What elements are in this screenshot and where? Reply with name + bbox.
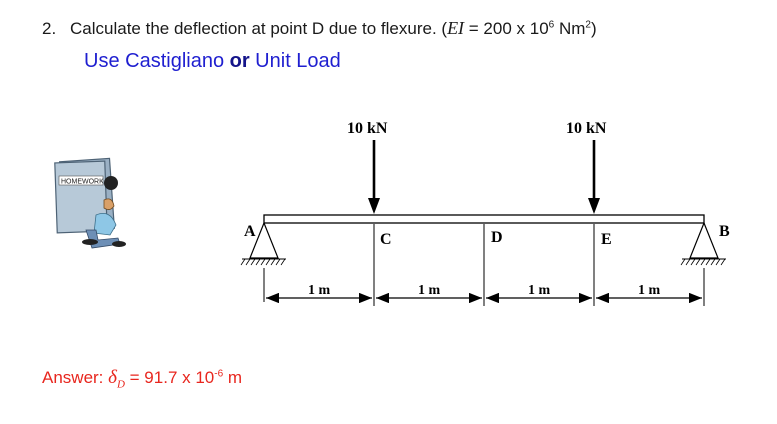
point-b-label: B bbox=[719, 223, 730, 240]
method-subtitle: Use Castigliano or Unit Load bbox=[84, 50, 341, 73]
answer-text: Answer: δD = 91.7 x 10-6 m bbox=[42, 367, 242, 390]
subtitle-part1: Use Castigliano bbox=[84, 50, 230, 72]
question-close: ) bbox=[590, 19, 597, 38]
support-b-pin bbox=[680, 221, 726, 266]
answer-unit: m bbox=[223, 368, 243, 387]
delta-subscript: D bbox=[116, 378, 125, 391]
question-text: 2. Calculate the deflection at point D du… bbox=[42, 18, 597, 39]
load-e-arrowhead bbox=[588, 198, 600, 214]
support-a-pin bbox=[240, 221, 286, 266]
student-shoe-right bbox=[112, 241, 126, 247]
delta-symbol: δ bbox=[108, 367, 117, 388]
subtitle-or: or bbox=[229, 50, 250, 72]
span-label-2: 1 m bbox=[418, 283, 441, 298]
span-label-1: 1 m bbox=[308, 283, 331, 298]
point-a-label: A bbox=[244, 223, 256, 240]
question-body: Calculate the deflection at point D due … bbox=[70, 19, 448, 38]
load-c-arrowhead bbox=[368, 198, 380, 214]
ei-value: = 200 x 10 bbox=[464, 19, 549, 38]
span-label-3: 1 m bbox=[528, 283, 551, 298]
load-c-label: 10 kN bbox=[347, 120, 388, 137]
student-shirt bbox=[93, 212, 117, 236]
ei-unit: Nm bbox=[554, 19, 586, 38]
book-label-box bbox=[58, 175, 104, 186]
student-head bbox=[104, 176, 118, 190]
answer-prefix: Answer: bbox=[42, 368, 109, 387]
point-c-label: C bbox=[380, 231, 392, 248]
subtitle-part2: Unit Load bbox=[249, 50, 341, 72]
answer-exponent: -6 bbox=[214, 368, 224, 380]
span-label-4: 1 m bbox=[638, 283, 661, 298]
point-e-label: E bbox=[601, 231, 612, 248]
homework-label: HOMEWORK bbox=[61, 179, 104, 186]
student-shoe-left bbox=[82, 239, 98, 245]
point-d-label: D bbox=[491, 229, 503, 246]
beam bbox=[263, 214, 705, 224]
answer-value: = 91.7 x 10 bbox=[124, 368, 215, 387]
homework-student-clipart: HOMEWORK bbox=[54, 157, 126, 249]
ei-symbol: EI bbox=[447, 18, 465, 38]
load-e-label: 10 kN bbox=[566, 120, 607, 137]
student-hand bbox=[103, 198, 115, 210]
ei-exponent: 6 bbox=[548, 19, 555, 31]
ei-unit-exponent: 2 bbox=[585, 19, 591, 31]
question-number: 2. bbox=[42, 19, 57, 38]
